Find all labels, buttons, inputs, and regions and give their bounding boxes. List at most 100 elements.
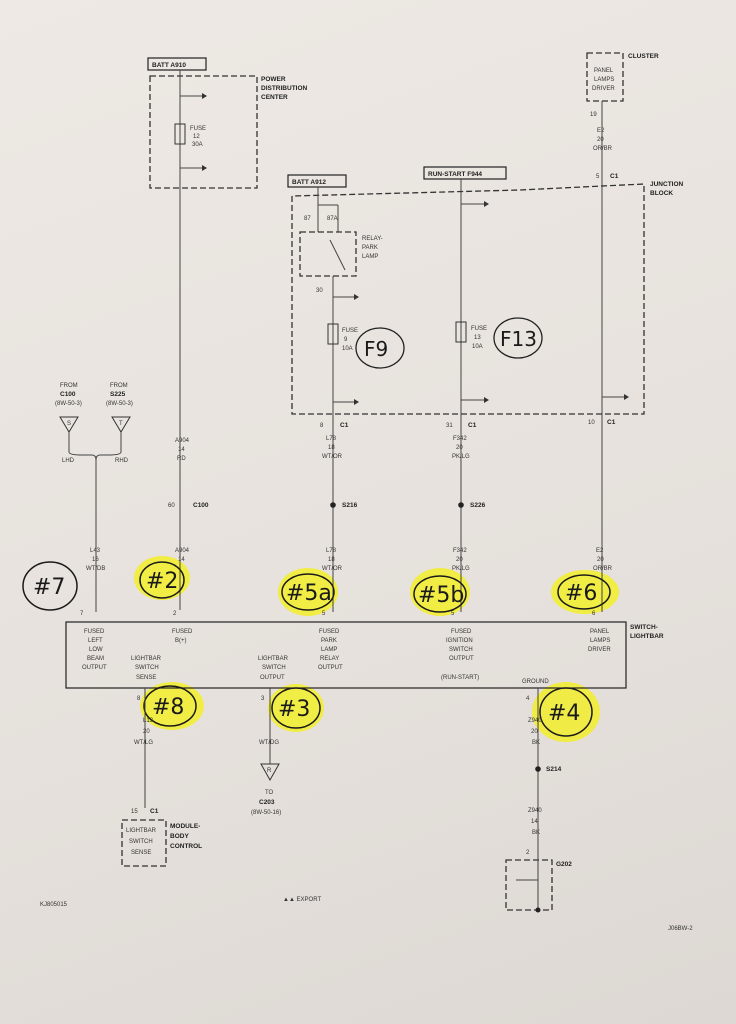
cluster-pin: 19 [590, 112, 597, 118]
l78-gauge: 18 [328, 445, 335, 451]
fuse13-number: 13 [474, 335, 481, 341]
mbc-box-1: LIGHTBAR [126, 828, 157, 834]
from-connectors: FROM C100 (8W-50-3) S FROM S225 (8W-50-3… [55, 383, 133, 612]
footer-left-code: KJ805015 [40, 902, 68, 908]
note-6: #6 [565, 581, 597, 606]
rhd-label: RHD [115, 458, 129, 464]
sw-c4-5: (RUN-START) [441, 675, 479, 681]
l13-color: WT/LG [134, 740, 153, 746]
from-c100-2: C100 [60, 391, 76, 398]
note-8: #8 [152, 695, 184, 720]
handwritten-fuse-notes: F9 F13 [355, 317, 543, 369]
fuse13-label: FUSE [471, 326, 487, 332]
mbc-conn: C1 [150, 808, 159, 815]
junction-label-2: BLOCK [650, 190, 673, 197]
mbc-label-3: CONTROL [170, 843, 202, 850]
batt-a912-box [287, 174, 347, 188]
cluster-label: CLUSTER [628, 53, 659, 60]
e2b-color: OR/BR [593, 566, 613, 572]
lower-wiring: L13 20 WT/LG WT/DG R TO C203 (8W-50-16) … [134, 688, 562, 858]
from-c100-tri: S [67, 421, 71, 427]
fuse-12-icon [174, 123, 186, 145]
sw-c2-2: B(+) [175, 638, 187, 644]
z940-gauge: 20 [531, 729, 538, 735]
fuse9-label: FUSE [342, 328, 358, 334]
sw-c3-4: RELAY [320, 656, 339, 662]
a904-gauge: 14 [178, 447, 185, 453]
sw-c4-3: SWITCH [449, 647, 473, 653]
to-c203: C203 [259, 799, 275, 806]
mbc-box-3: SENSE [131, 850, 151, 856]
l78b-label: L78 [326, 548, 337, 554]
f342-label: F342 [453, 436, 467, 442]
l78-color: WT/OR [322, 454, 343, 460]
sw-c1-4: BEAM [87, 656, 104, 662]
wtdg-label: WT/DG [259, 740, 279, 746]
switch-lightbar: SWITCH- LIGHTBAR 7 2 5 5 6 FUSED LEFT LO… [65, 611, 664, 702]
f342-gauge: 20 [456, 445, 463, 451]
mbc-pin: 15 [131, 809, 138, 815]
switch-pin-5b: 5 [451, 611, 455, 617]
sw-s2-1: LIGHTBAR [258, 656, 289, 662]
relay-pin-87: 87 [304, 216, 311, 222]
junction-conn-b: C1 [468, 422, 477, 429]
relay-label-1: RELAY- [362, 236, 383, 242]
l43-gauge: 16 [92, 557, 99, 563]
cluster-box-1: PANEL [594, 68, 614, 74]
switch-pin-7: 7 [80, 611, 84, 617]
junction-pin-top: 5 [596, 174, 600, 180]
fuse-13-icon [455, 321, 467, 343]
junction-pin-10: 10 [588, 420, 595, 426]
cluster: PANEL LAMPS DRIVER CLUSTER 19 E2 20 OR/B… [586, 52, 659, 612]
from-s225-3: (8W-50-3) [106, 401, 133, 407]
pdc-label-3: CENTER [261, 94, 288, 101]
to-ref: (8W-50-16) [251, 810, 281, 816]
z940b-gauge: 14 [531, 819, 538, 825]
to-label: TO [265, 790, 274, 796]
batt-a912-label: BATT A912 [292, 179, 326, 186]
l78b-gauge: 18 [328, 557, 335, 563]
c100-label: C100 [193, 502, 209, 509]
module-body-control: 15 C1 LIGHTBAR SWITCH SENSE MODULE- BODY… [121, 808, 202, 867]
s226-label: S226 [470, 502, 486, 509]
lhd-label: LHD [62, 458, 75, 464]
mbc-label-2: BODY [170, 833, 189, 840]
power-distribution-center: POWER DISTRIBUTION CENTER FUSE 12 30A [149, 70, 308, 610]
note-3: #3 [278, 697, 310, 722]
sw-c3-2: PARK [321, 638, 337, 644]
switch-label-1: SWITCH- [630, 624, 658, 631]
note-f9: F9 [364, 337, 388, 361]
a904b-label: A904 [175, 548, 190, 554]
note-7: #7 [33, 575, 65, 600]
note-2: #2 [146, 569, 178, 594]
note-f13: F13 [500, 327, 537, 351]
sw-c3-5: OUTPUT [318, 665, 343, 671]
f342b-color: PK/LG [452, 566, 470, 572]
fuse-9-icon [327, 323, 339, 345]
f342b-label: F342 [453, 548, 467, 554]
junction-conn-a: C1 [340, 422, 349, 429]
run-start-label: RUN-START F944 [428, 171, 482, 178]
run-start-box [423, 166, 507, 180]
sw-c4-4: OUTPUT [449, 656, 474, 662]
sw-c3-1: FUSED [319, 629, 340, 635]
wire-labels: A904 14 RD L78 18 WT/OR F342 20 PK/LG 60… [86, 436, 613, 572]
fuse9-number: 9 [344, 337, 348, 343]
s216-label: S216 [342, 502, 358, 509]
relay-label-3: LAMP [362, 254, 378, 260]
sw-c1-5: OUTPUT [82, 665, 107, 671]
switch-pin-2: 2 [173, 611, 177, 617]
l43-label: L43 [90, 548, 101, 554]
l43-color: WT/DB [86, 566, 105, 572]
e2b-label: E2 [596, 548, 604, 554]
f342b-gauge: 20 [456, 557, 463, 563]
a904b-gauge: 14 [178, 557, 185, 563]
sw-ground: GROUND [522, 679, 549, 685]
pdc-label-2: DISTRIBUTION [261, 85, 308, 92]
handwritten-numbers: #7 #2 #5a #5b #6 #8 #3 #4 [22, 561, 611, 737]
sw-c1-2: LEFT [88, 638, 103, 644]
z940-color: BK [532, 740, 540, 746]
junction-pin-8: 8 [320, 423, 324, 429]
